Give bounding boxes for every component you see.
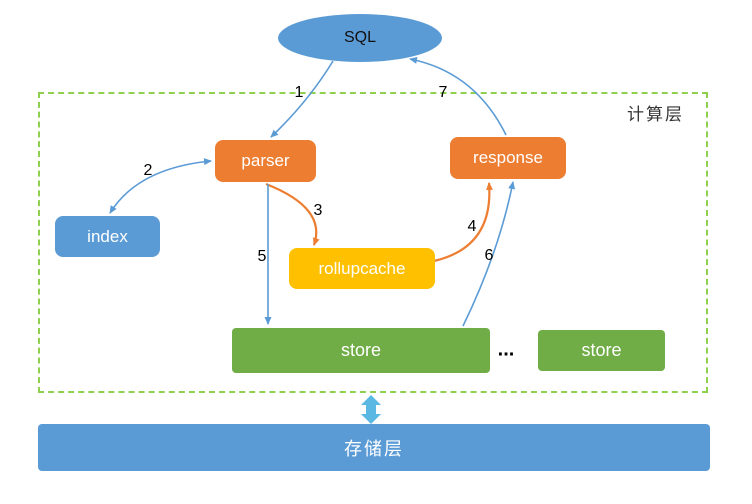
edge-label-7: 7 bbox=[438, 84, 448, 101]
node-response-label: response bbox=[473, 148, 543, 167]
compute-layer-label: 计算层 bbox=[627, 105, 684, 124]
node-store-left: store bbox=[232, 328, 490, 373]
node-index-label: index bbox=[87, 226, 128, 246]
node-storage-layer-label: 存储层 bbox=[344, 438, 404, 459]
node-store-left-label: store bbox=[340, 340, 382, 360]
node-rollupcache: rollupcache bbox=[289, 248, 435, 289]
node-parser-label: parser bbox=[241, 151, 290, 170]
edge-label-5: 5 bbox=[257, 248, 267, 265]
edge-label-2: 2 bbox=[143, 162, 153, 179]
edge-label-4: 4 bbox=[467, 218, 477, 235]
edge-label-6: 6 bbox=[484, 247, 494, 264]
edge-label-1: 1 bbox=[294, 84, 304, 101]
node-store-right: store bbox=[538, 330, 665, 371]
compute-storage-double-arrow-icon bbox=[361, 395, 381, 424]
node-response: response bbox=[450, 137, 566, 179]
node-sql-label: SQL bbox=[343, 29, 376, 46]
node-store-right-label: store bbox=[581, 340, 622, 360]
compute-layer-region: 计算层 bbox=[38, 92, 708, 393]
edge-label-3: 3 bbox=[313, 202, 323, 219]
node-parser: parser bbox=[215, 140, 316, 182]
node-sql: SQL bbox=[278, 14, 442, 62]
store-ellipsis: ... bbox=[497, 338, 515, 361]
node-rollupcache-label: rollupcache bbox=[318, 258, 406, 278]
node-index: index bbox=[55, 216, 160, 257]
node-storage-layer: 存储层 bbox=[38, 424, 710, 471]
